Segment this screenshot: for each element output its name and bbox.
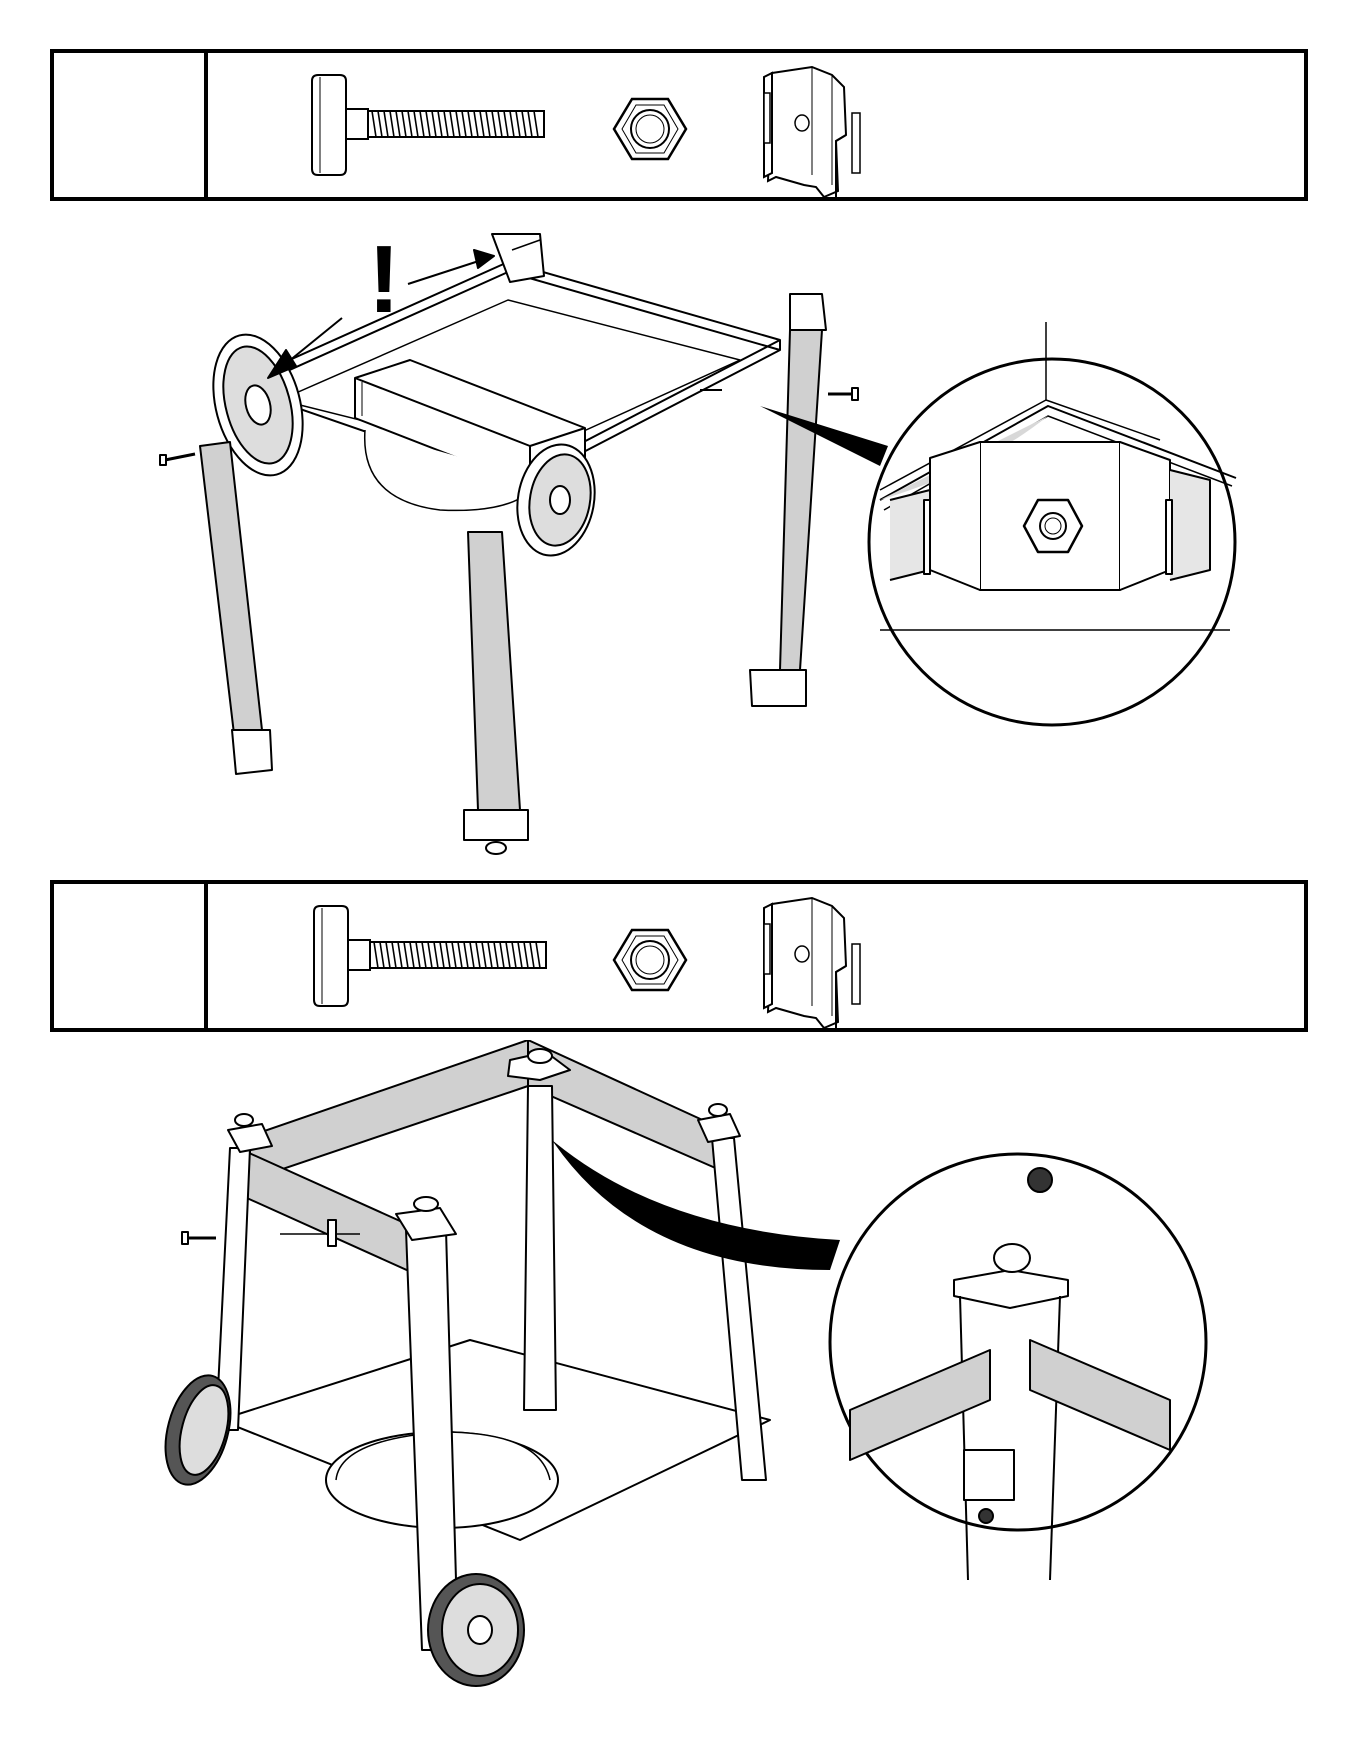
hex-nut-icon <box>614 930 686 990</box>
step-number-cell <box>54 53 208 197</box>
hex-nut-icon <box>614 99 686 159</box>
step-2-illustration <box>0 1040 1361 1740</box>
step-1-illustration <box>0 210 1361 870</box>
bracket-icon <box>764 67 860 197</box>
bracket-icon <box>764 898 860 1028</box>
hardware-panel-step-1 <box>50 49 1308 201</box>
hardware-panel-step-2 <box>50 880 1308 1032</box>
wheel-icon <box>428 1574 524 1686</box>
bolt-icon <box>312 75 544 175</box>
hardware-parts <box>212 53 1304 197</box>
step-number-cell <box>54 884 208 1028</box>
bolt-icon <box>314 906 546 1006</box>
warning-symbol: ! <box>368 232 400 328</box>
hardware-parts <box>212 884 1304 1028</box>
